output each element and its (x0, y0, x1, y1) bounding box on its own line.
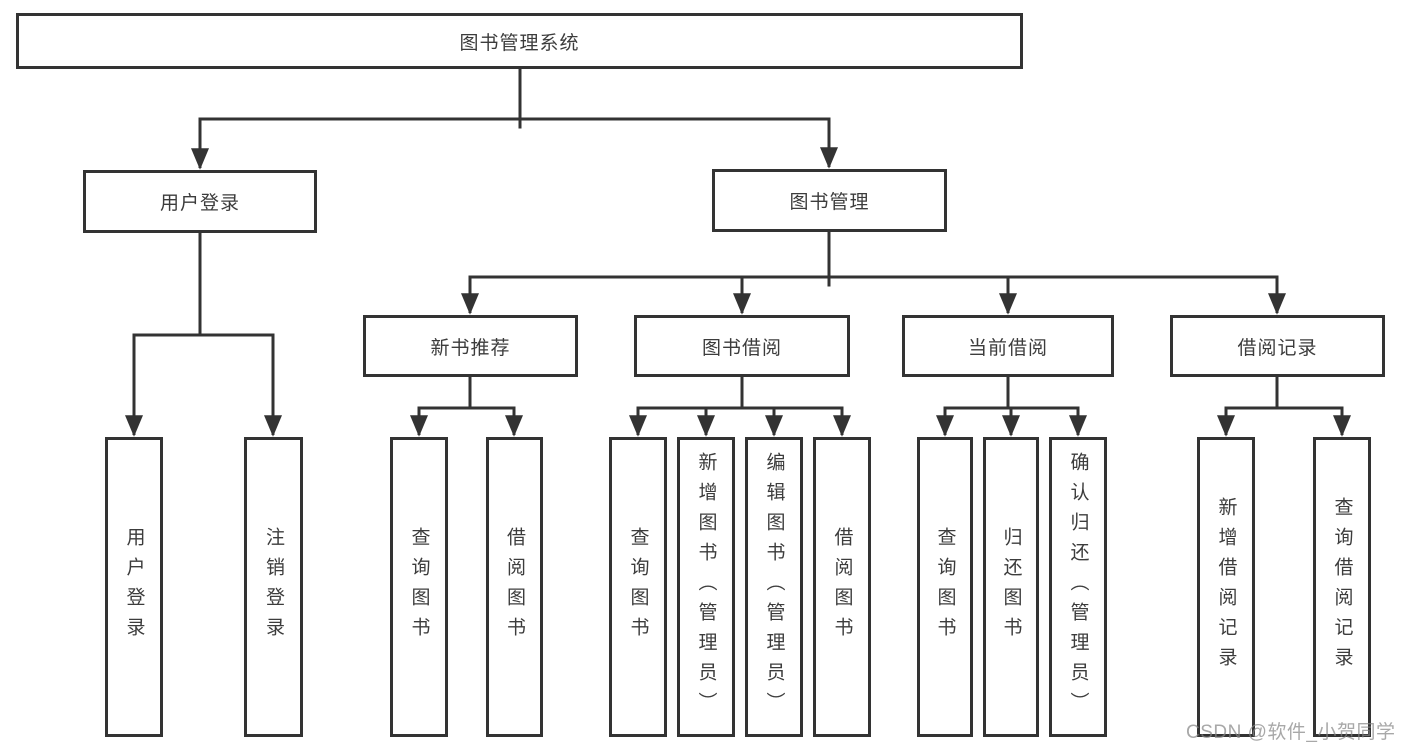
leaf-return-book: 归还图书 (983, 437, 1039, 737)
csdn-watermark: CSDN @软件_小贺同学 (1186, 722, 1396, 743)
leaf-confirm-return-admin: 确认归还（管理员） (1049, 437, 1107, 737)
arrow-lines (125, 119, 1351, 437)
node-root-system: 图书管理系统 (16, 13, 1023, 69)
leaf-borrow-books-label: 借阅图书 (831, 527, 853, 647)
leaf-user-login-label: 用户登录 (123, 527, 145, 647)
leaf-logout-label: 注销登录 (263, 527, 284, 647)
leaf-add-book-admin-label: 新增图书（管理员） (695, 452, 717, 722)
leaf-query-books-recommend: 查询图书 (390, 437, 448, 737)
node-book-borrow: 图书借阅 (634, 315, 850, 377)
leaf-borrow-books-recommend-label: 借阅图书 (504, 527, 525, 647)
node-book-management: 图书管理 (712, 169, 947, 232)
leaf-query-books-recommend-label: 查询图书 (408, 527, 430, 647)
leaf-query-books-borrow-label: 查询图书 (627, 527, 649, 647)
leaf-add-borrow-record: 新增借阅记录 (1197, 437, 1255, 737)
leaf-logout: 注销登录 (244, 437, 303, 737)
leaf-add-borrow-record-label: 新增借阅记录 (1215, 497, 1237, 677)
leaf-query-borrow-record: 查询借阅记录 (1313, 437, 1371, 737)
node-borrow-records: 借阅记录 (1170, 315, 1385, 377)
leaf-query-books-current-label: 查询图书 (934, 527, 956, 647)
leaf-confirm-return-admin-label: 确认归还（管理员） (1067, 452, 1089, 722)
leaf-edit-book-admin-label: 编辑图书（管理员） (763, 452, 785, 722)
leaf-edit-book-admin: 编辑图书（管理员） (745, 437, 803, 737)
leaf-borrow-books: 借阅图书 (813, 437, 871, 737)
leaf-query-books-current: 查询图书 (917, 437, 973, 737)
leaf-query-borrow-record-label: 查询借阅记录 (1331, 497, 1353, 677)
node-user-login: 用户登录 (83, 170, 317, 233)
leaf-return-book-label: 归还图书 (1000, 527, 1022, 647)
leaf-user-login: 用户登录 (105, 437, 163, 737)
leaf-add-book-admin: 新增图书（管理员） (677, 437, 735, 737)
leaf-borrow-books-recommend: 借阅图书 (486, 437, 543, 737)
node-current-borrow: 当前借阅 (902, 315, 1114, 377)
leaf-query-books-borrow: 查询图书 (609, 437, 667, 737)
branch-trunk-lines (132, 67, 1344, 410)
node-new-book-recommend: 新书推荐 (363, 315, 578, 377)
